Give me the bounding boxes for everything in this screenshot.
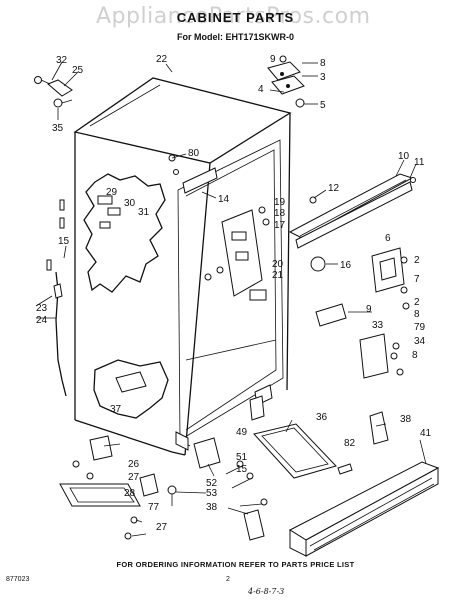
callout-label: 36 bbox=[316, 412, 328, 423]
ordering-note: FOR ORDERING INFORMATION REFER TO PARTS … bbox=[116, 560, 355, 569]
callout-label: 3 bbox=[320, 72, 326, 83]
watermark: AppliancePartsPros.com bbox=[96, 4, 371, 29]
callout-label: 11 bbox=[414, 157, 425, 168]
callout-label: 12 bbox=[328, 183, 340, 194]
drip-tray bbox=[253, 423, 337, 479]
loose-screws bbox=[168, 154, 326, 272]
document-number: 877023 bbox=[6, 576, 30, 583]
callout-label: 38 bbox=[206, 502, 218, 513]
mounting-bracket bbox=[204, 206, 270, 301]
door-stop bbox=[315, 303, 347, 327]
right-hinge bbox=[371, 247, 410, 310]
callout-label: 15 bbox=[236, 464, 248, 475]
callout-label: 4 bbox=[258, 84, 264, 95]
callout-labels: 32 25 35 22 9 8 3 4 5 80 10 11 29 30 31 … bbox=[36, 54, 432, 533]
left-bottom-parts bbox=[59, 435, 141, 540]
callout-label: 2 bbox=[414, 297, 420, 308]
callout-label: 17 bbox=[274, 220, 286, 231]
callout-label: 29 bbox=[106, 187, 118, 198]
callout-label: 6 bbox=[385, 233, 391, 244]
callout-label: 8 bbox=[414, 309, 420, 320]
lower-cutaway bbox=[93, 359, 169, 419]
page-number: 2 bbox=[226, 576, 230, 583]
top-hinge bbox=[267, 55, 305, 108]
callout-label: 77 bbox=[148, 502, 160, 513]
callout-label: 9 bbox=[270, 54, 276, 65]
callout-label: 25 bbox=[72, 65, 84, 76]
callout-label: 18 bbox=[274, 208, 286, 219]
callout-label: 79 bbox=[414, 322, 426, 333]
callout-label: 7 bbox=[414, 274, 420, 285]
callout-label: 51 bbox=[236, 452, 248, 463]
callout-label: 14 bbox=[218, 194, 230, 205]
callout-label: 34 bbox=[414, 336, 426, 347]
callout-label: 8 bbox=[412, 350, 418, 361]
callout-label: 52 bbox=[206, 478, 218, 489]
callout-label: 27 bbox=[128, 472, 140, 483]
callout-label: 30 bbox=[124, 198, 136, 209]
callout-label: 32 bbox=[56, 55, 68, 66]
handwritten-note: 4-6-8-7-3 bbox=[248, 587, 285, 596]
slide-rail bbox=[288, 173, 416, 249]
cutaway-detail bbox=[83, 173, 166, 293]
callout-label: 38 bbox=[400, 414, 412, 425]
callout-label: 41 bbox=[420, 428, 432, 439]
callout-label: 24 bbox=[36, 315, 48, 326]
callout-label: 22 bbox=[156, 54, 168, 65]
lower-bracket bbox=[359, 333, 404, 379]
diagram-title: CABINET PARTS bbox=[176, 10, 295, 25]
callout-label: 27 bbox=[156, 522, 168, 533]
callout-label: 26 bbox=[128, 459, 140, 470]
callout-label: 15 bbox=[58, 236, 70, 247]
screw-82 bbox=[337, 463, 353, 475]
leader-lines bbox=[35, 61, 427, 537]
toe-grille bbox=[288, 461, 440, 557]
callout-label: 37 bbox=[110, 404, 122, 415]
callout-label: 23 bbox=[36, 303, 48, 314]
callout-label: 5 bbox=[320, 100, 326, 111]
callout-label: 53 bbox=[206, 488, 218, 499]
model-line: For Model: EHT171SKWR-0 bbox=[176, 32, 294, 42]
callout-label: 16 bbox=[340, 260, 352, 271]
callout-label: 19 bbox=[274, 197, 286, 208]
callout-label: 28 bbox=[124, 488, 136, 499]
cabinet-shell bbox=[73, 77, 292, 456]
callout-label: 82 bbox=[344, 438, 356, 449]
leveling-brackets bbox=[243, 411, 389, 541]
callout-label: 8 bbox=[320, 58, 326, 69]
callout-label: 9 bbox=[366, 304, 372, 315]
callout-label: 21 bbox=[272, 270, 284, 281]
left-hardware bbox=[34, 76, 73, 397]
callout-label: 31 bbox=[138, 207, 150, 218]
center-bottom-parts bbox=[139, 395, 268, 506]
callout-label: 80 bbox=[188, 148, 200, 159]
callout-label: 35 bbox=[52, 123, 64, 134]
callout-label: 10 bbox=[398, 151, 410, 162]
callout-label: 33 bbox=[372, 320, 384, 331]
callout-label: 20 bbox=[272, 259, 284, 270]
callout-label: 2 bbox=[414, 255, 420, 266]
callout-label: 49 bbox=[236, 427, 248, 438]
